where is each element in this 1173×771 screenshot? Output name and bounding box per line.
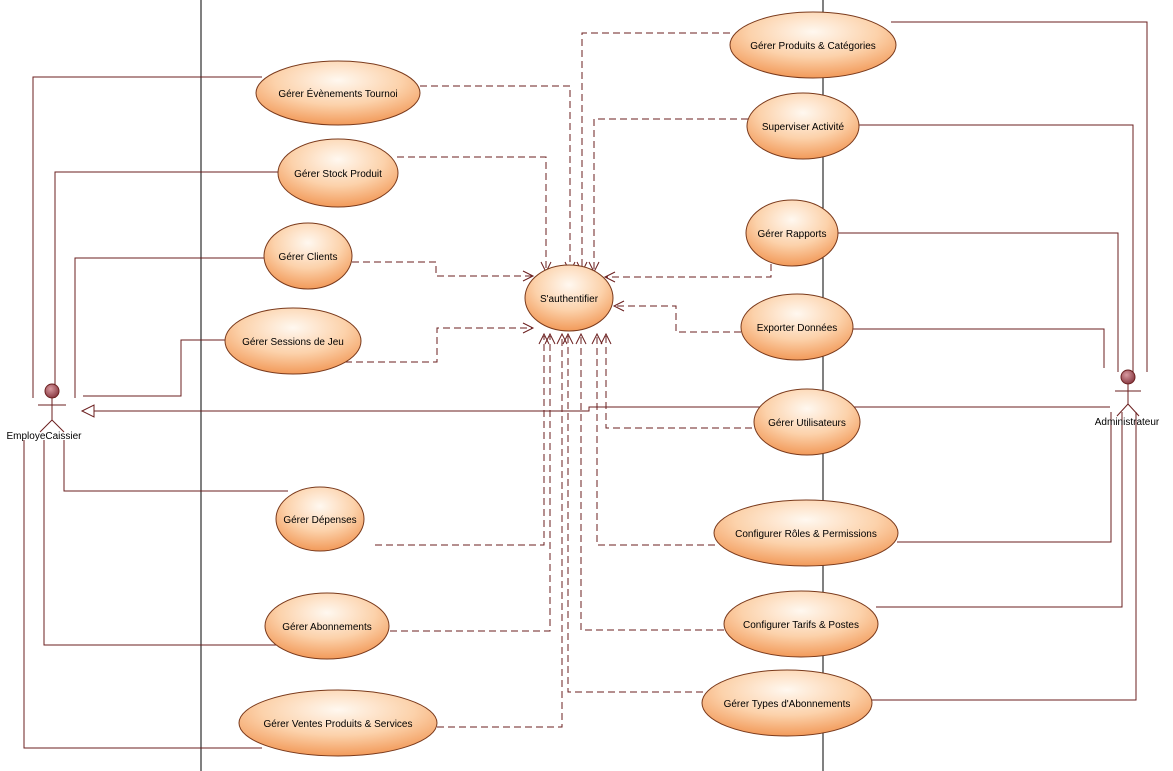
use-case-clients[interactable]: Gérer Clients <box>263 222 353 290</box>
employe-associations <box>23 76 288 749</box>
use-case-tarifs[interactable]: Configurer Tarifs & Postes <box>723 590 879 658</box>
use-case-abonnements[interactable]: Gérer Abonnements <box>264 592 390 660</box>
use-case-superviser-label: Superviser Activité <box>762 122 845 133</box>
use-case-sessions-label: Gérer Sessions de Jeu <box>242 337 344 348</box>
generalization-arrow <box>80 404 1110 418</box>
use-case-depenses-label: Gérer Dépenses <box>283 515 356 526</box>
use-case-tarifs-label: Configurer Tarifs & Postes <box>743 620 859 631</box>
use-case-sessions[interactable]: Gérer Sessions de Jeu <box>224 307 362 375</box>
actor-employe-label: EmployeCaissier <box>6 431 82 442</box>
use-case-stock[interactable]: Gérer Stock Produit <box>277 138 399 208</box>
use-case-evenements[interactable]: Gérer Évènements Tournoi <box>255 60 421 126</box>
use-case-produits[interactable]: Gérer Produits & Catégories <box>729 11 897 79</box>
use-case-evenements-label: Gérer Évènements Tournoi <box>278 87 397 100</box>
actor-head-icon <box>1120 369 1136 385</box>
use-case-rapports-label: Gérer Rapports <box>758 229 827 240</box>
use-case-types-abonnements-label: Gérer Types d'Abonnements <box>724 699 851 710</box>
use-case-exporter[interactable]: Exporter Données <box>740 293 854 361</box>
use-case-roles[interactable]: Configurer Rôles & Permissions <box>713 499 899 567</box>
include-dependencies <box>345 32 772 728</box>
use-case-auth[interactable]: S'authentifier <box>524 264 614 332</box>
use-case-types-abonnements[interactable]: Gérer Types d'Abonnements <box>701 669 873 737</box>
use-case-utilisateurs[interactable]: Gérer Utilisateurs <box>753 388 861 456</box>
admin-associations <box>836 21 1148 701</box>
use-case-superviser[interactable]: Superviser Activité <box>746 92 860 160</box>
actor-employe[interactable]: EmployeCaissier <box>6 383 82 442</box>
use-case-utilisateurs-label: Gérer Utilisateurs <box>768 418 846 429</box>
actor-head-icon <box>44 383 60 399</box>
actor-admin-label: Administrateur <box>1095 417 1160 428</box>
use-case-clients-label: Gérer Clients <box>279 252 338 263</box>
use-case-produits-label: Gérer Produits & Catégories <box>750 41 876 52</box>
use-case-ventes-label: Gérer Ventes Produits & Services <box>264 719 413 730</box>
use-case-abonnements-label: Gérer Abonnements <box>282 622 372 633</box>
use-case-stock-label: Gérer Stock Produit <box>294 169 382 180</box>
actor-admin[interactable]: Administrateur <box>1095 369 1160 428</box>
use-case-exporter-label: Exporter Données <box>757 323 838 334</box>
use-case-auth-label: S'authentifier <box>540 294 599 305</box>
use-case-roles-label: Configurer Rôles & Permissions <box>735 529 877 540</box>
use-case-rapports[interactable]: Gérer Rapports <box>745 199 839 267</box>
use-case-ventes[interactable]: Gérer Ventes Produits & Services <box>238 689 438 757</box>
use-case-depenses[interactable]: Gérer Dépenses <box>275 486 365 552</box>
